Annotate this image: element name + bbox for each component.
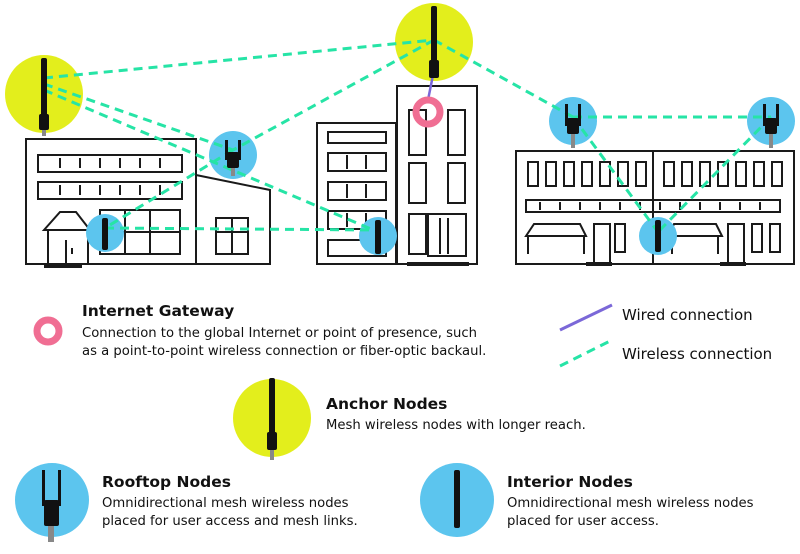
wireless-link [232, 38, 435, 152]
interior-title: Interior Nodes [507, 473, 633, 491]
wireless-link [433, 38, 574, 119]
legend-interior-icon [420, 463, 494, 537]
rooftop-desc-line1: Omnidirectional mesh wireless nodes [102, 496, 349, 511]
rooftop-title: Rooftop Nodes [102, 473, 231, 491]
gateway-title: Internet Gateway [82, 302, 235, 320]
antenna-icon [102, 218, 108, 250]
ground-bar [586, 262, 612, 266]
gateway-ring-icon [412, 96, 444, 128]
wireless-link [104, 148, 234, 230]
gateway-desc-line2: as a point-to-point wireless connection … [82, 344, 487, 359]
antenna-icon [431, 6, 437, 62]
gateway-desc-line1: Connection to the global Internet or poi… [82, 326, 477, 341]
wireless-link [104, 226, 379, 232]
ground-bar [720, 262, 746, 266]
antenna-icon [565, 104, 568, 126]
antenna-icon [763, 104, 766, 126]
antenna-icon [655, 220, 661, 252]
antenna-icon [41, 58, 47, 118]
antenna-icon [375, 220, 381, 254]
ground-bar [407, 262, 469, 266]
middle-building [316, 85, 478, 265]
legend-wired-line [559, 303, 613, 332]
wired-label: Wired connection [622, 306, 753, 324]
rooftop-desc-line2: placed for user access and mesh links. [102, 514, 358, 529]
wireless-link [43, 88, 379, 234]
interior-desc-line2: placed for user access. [507, 514, 659, 529]
legend-wireless-line [559, 338, 613, 368]
anchor-title: Anchor Nodes [326, 395, 448, 413]
wireless-link [656, 115, 773, 234]
antenna-icon [39, 114, 49, 130]
wireless-label: Wireless connection [622, 345, 773, 363]
anchor-desc: Mesh wireless nodes with longer reach. [326, 418, 586, 433]
legend-anchor-icon [233, 378, 311, 460]
antenna-icon [225, 140, 228, 160]
legend-rooftop-icon [15, 463, 89, 542]
ground-bar [44, 264, 82, 268]
interior-desc-line1: Omnidirectional mesh wireless nodes [507, 496, 754, 511]
wireless-link [571, 116, 660, 233]
antenna-icon [429, 60, 439, 78]
legend-gateway-icon [33, 316, 63, 346]
wireless-link [43, 82, 234, 152]
wireless-link [43, 38, 435, 80]
